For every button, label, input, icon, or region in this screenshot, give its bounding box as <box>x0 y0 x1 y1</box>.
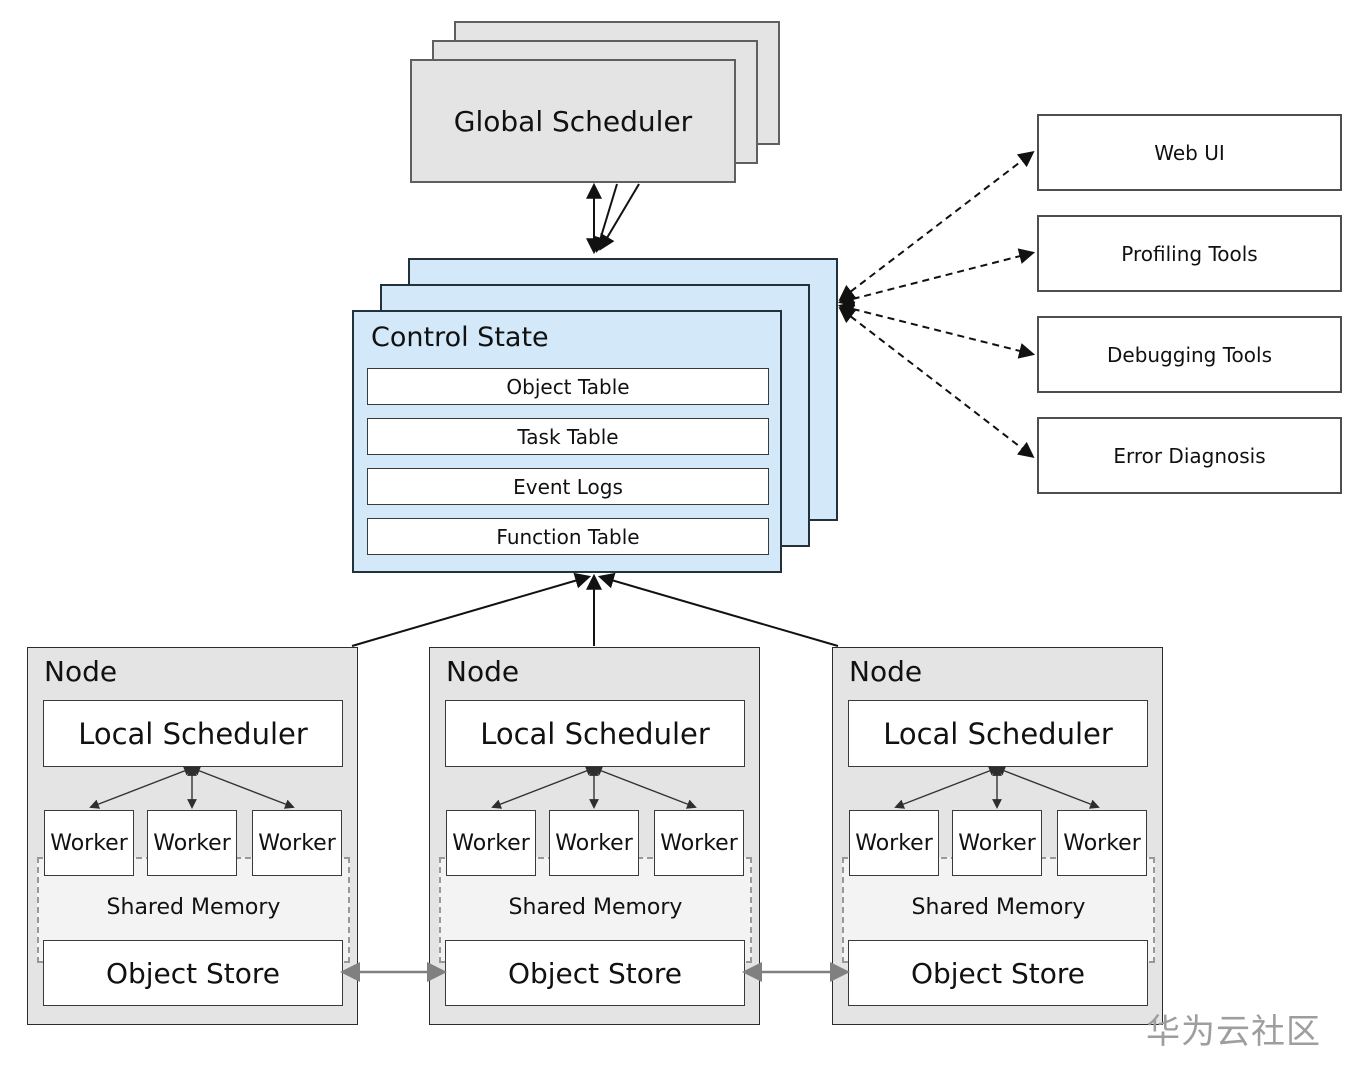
watermark-text: 华为云社区 <box>1146 1012 1321 1052</box>
local-scheduler-box: Local Scheduler <box>848 700 1148 767</box>
control-state-box: Control State Object Table Task Table Ev… <box>352 310 782 573</box>
shared-memory-label: Shared Memory <box>106 895 281 920</box>
shared-memory-label: Shared Memory <box>508 895 683 920</box>
control-state-table-task-table: Task Table <box>367 418 769 455</box>
node-box: Node Local Scheduler Shared Memory Worke… <box>27 647 358 1025</box>
worker-box: Worker <box>446 810 536 876</box>
node-title: Node <box>446 655 520 688</box>
control-state-table-function-table: Function Table <box>367 518 769 555</box>
arrow-control-state-tools <box>837 151 1036 458</box>
worker-box: Worker <box>1057 810 1147 876</box>
object-store-box: Object Store <box>848 940 1148 1006</box>
arrow-global-scheduler-control-state <box>586 182 640 255</box>
local-scheduler-box: Local Scheduler <box>445 700 745 767</box>
worker-box: Worker <box>252 810 342 876</box>
local-scheduler-box: Local Scheduler <box>43 700 343 767</box>
tool-box-debugging-tools: Debugging Tools <box>1037 316 1342 393</box>
node-box: Node Local Scheduler Shared Memory Worke… <box>832 647 1163 1025</box>
global-scheduler-box: Global Scheduler <box>410 59 736 183</box>
worker-box: Worker <box>549 810 639 876</box>
worker-box: Worker <box>654 810 744 876</box>
object-store-box: Object Store <box>445 940 745 1006</box>
arrow-nodes-control-state <box>351 572 839 647</box>
global-scheduler-label: Global Scheduler <box>453 104 693 138</box>
worker-box: Worker <box>849 810 939 876</box>
tool-box-error-diagnosis: Error Diagnosis <box>1037 417 1342 494</box>
control-state-title: Control State <box>371 322 549 353</box>
worker-box: Worker <box>147 810 237 876</box>
control-state-table-object-table: Object Table <box>367 368 769 405</box>
node-title: Node <box>849 655 923 688</box>
control-state-table-event-logs: Event Logs <box>367 468 769 505</box>
node-box: Node Local Scheduler Shared Memory Worke… <box>429 647 760 1025</box>
worker-box: Worker <box>44 810 134 876</box>
node-title: Node <box>44 655 118 688</box>
worker-box: Worker <box>952 810 1042 876</box>
shared-memory-label: Shared Memory <box>911 895 1086 920</box>
tool-box-profiling-tools: Profiling Tools <box>1037 215 1342 292</box>
object-store-box: Object Store <box>43 940 343 1006</box>
tool-box-web-ui: Web UI <box>1037 114 1342 191</box>
